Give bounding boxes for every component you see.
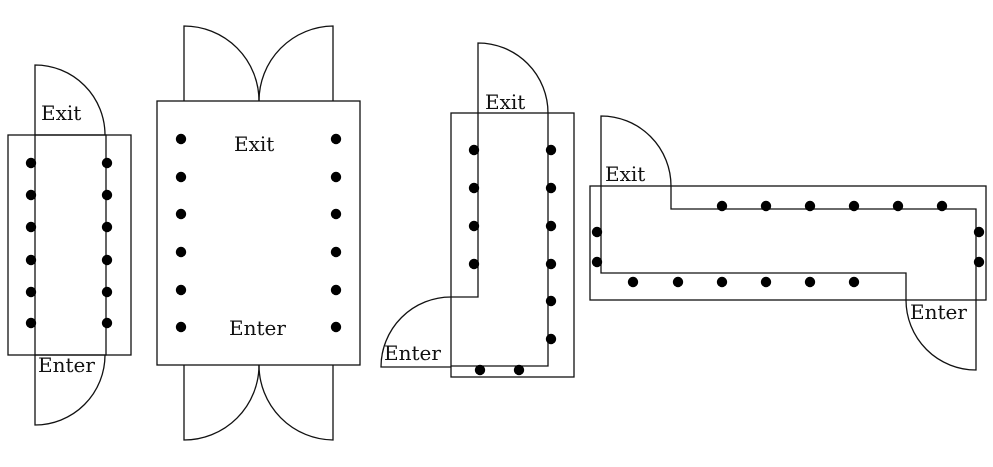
seat xyxy=(545,182,557,194)
exit-door-swing-right xyxy=(258,25,334,102)
seat xyxy=(892,200,904,212)
seat xyxy=(468,182,480,194)
seat xyxy=(101,286,113,298)
seat xyxy=(804,276,816,288)
seat xyxy=(330,208,342,220)
seat xyxy=(468,258,480,270)
exit-label: Exit xyxy=(605,162,645,186)
seat xyxy=(330,246,342,258)
seat xyxy=(175,321,187,333)
layout-narrow-car: Exit Enter xyxy=(7,64,132,426)
seat xyxy=(25,317,37,329)
seat xyxy=(101,254,113,266)
exit-door-swing xyxy=(600,115,672,187)
exit-label: Exit xyxy=(41,101,81,125)
seat xyxy=(760,200,772,212)
enter-label: Enter xyxy=(38,353,95,377)
seat xyxy=(936,200,948,212)
seat xyxy=(101,157,113,169)
seat xyxy=(672,276,684,288)
seat xyxy=(330,321,342,333)
layout-horizontal-car: Exit Enter xyxy=(589,115,987,371)
seat xyxy=(175,171,187,183)
enter-door-swing xyxy=(380,296,452,368)
seat-column-right xyxy=(101,157,113,329)
seat xyxy=(25,286,37,298)
seat xyxy=(330,284,342,296)
enter-label: Enter xyxy=(384,341,441,365)
seat xyxy=(468,220,480,232)
seat-row-bottom xyxy=(627,276,860,288)
exit-door-swing-left xyxy=(183,25,260,102)
seat xyxy=(175,284,187,296)
inner-compartment xyxy=(34,134,107,356)
seat xyxy=(101,221,113,233)
car-outline xyxy=(589,185,987,301)
seat xyxy=(545,295,557,307)
seat xyxy=(591,226,603,238)
seat xyxy=(25,189,37,201)
seat xyxy=(545,220,557,232)
seat xyxy=(973,226,985,238)
exit-door-swing xyxy=(34,64,106,136)
seat xyxy=(474,364,486,376)
seat xyxy=(101,317,113,329)
seat xyxy=(804,200,816,212)
car-outline xyxy=(450,112,575,378)
enter-door-swing-right xyxy=(258,364,334,441)
seat xyxy=(175,133,187,145)
seat-column-right xyxy=(330,133,342,333)
enter-label: Enter xyxy=(229,316,286,340)
seat xyxy=(545,144,557,156)
seat xyxy=(25,221,37,233)
seat xyxy=(545,258,557,270)
seat xyxy=(175,208,187,220)
enter-door-swing xyxy=(905,299,977,371)
seat xyxy=(545,333,557,345)
seat-column-left xyxy=(175,133,187,333)
layout-wide-car: Exit Enter xyxy=(156,25,361,441)
seat xyxy=(627,276,639,288)
exit-label: Exit xyxy=(485,90,525,114)
seat xyxy=(25,254,37,266)
seat xyxy=(25,157,37,169)
enter-door-swing xyxy=(34,354,106,426)
enter-label: Enter xyxy=(910,300,967,324)
seat xyxy=(513,364,525,376)
seat xyxy=(973,256,985,268)
seat xyxy=(716,200,728,212)
enter-door-swing-left xyxy=(183,364,260,441)
inner-z-outline xyxy=(600,186,977,300)
exit-door-swing xyxy=(477,42,549,114)
seat xyxy=(330,171,342,183)
seat xyxy=(848,276,860,288)
seat xyxy=(330,133,342,145)
exit-label: Exit xyxy=(234,132,274,156)
seat xyxy=(101,189,113,201)
seat xyxy=(468,144,480,156)
inner-l-outline xyxy=(451,113,549,367)
seat xyxy=(848,200,860,212)
layout-l-shaped-car: Exit Enter xyxy=(380,42,575,378)
seat xyxy=(760,276,772,288)
seat xyxy=(716,276,728,288)
seat xyxy=(591,256,603,268)
seat xyxy=(175,246,187,258)
